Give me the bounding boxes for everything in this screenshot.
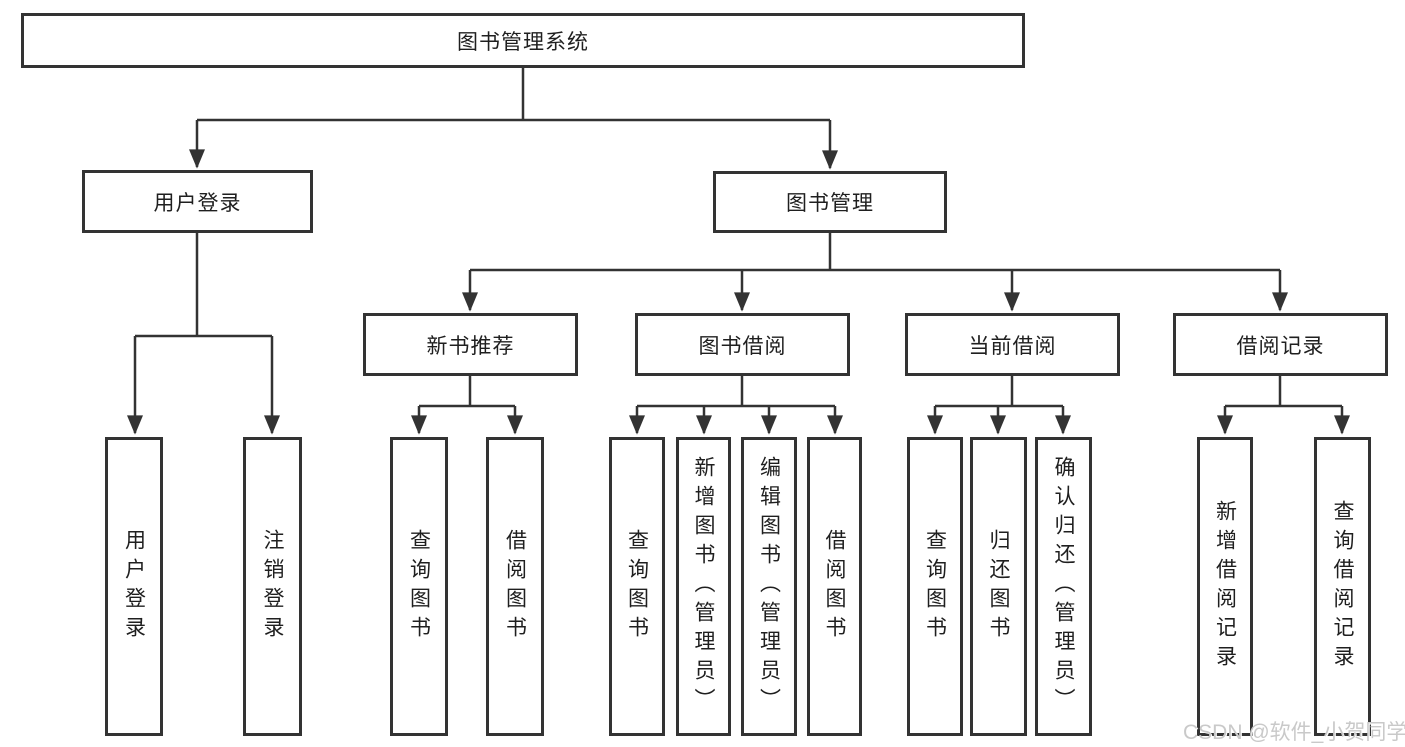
leaf-borrow-books: 借阅图书 (807, 437, 862, 736)
leaf-label: 归还图书 (987, 528, 1010, 645)
leaf-label: 借阅图书 (823, 528, 846, 645)
leaf-label: 编辑图书（管理员） (757, 456, 781, 717)
leaf-label: 查询图书 (923, 528, 947, 645)
leaf-label: 注销登录 (261, 528, 284, 645)
node-book-borrow: 图书借阅 (635, 313, 850, 376)
leaf-return-books: 归还图书 (970, 437, 1027, 736)
node-book-management: 图书管理 (713, 171, 947, 233)
leaf-add-books-admin: 新增图书（管理员） (676, 437, 731, 736)
leaf-label: 确认归还（管理员） (1052, 456, 1075, 717)
leaf-add-borrow-record: 新增借阅记录 (1197, 437, 1253, 736)
leaf-query-books-borrow: 查询图书 (609, 437, 665, 736)
leaf-label: 查询图书 (625, 528, 649, 645)
leaf-label: 新增图书（管理员） (692, 456, 715, 717)
node-borrow-record: 借阅记录 (1173, 313, 1388, 376)
node-user-login: 用户登录 (82, 170, 313, 233)
leaf-edit-books-admin: 编辑图书（管理员） (741, 437, 797, 736)
csdn-watermark: CSDN @软件_小贺同学 (1183, 721, 1405, 744)
leaf-borrow-books-recommend: 借阅图书 (486, 437, 544, 736)
leaf-user-login: 用户登录 (105, 437, 163, 736)
leaf-label: 查询借阅记录 (1331, 499, 1354, 674)
node-current-borrow: 当前借阅 (905, 313, 1120, 376)
leaf-query-books-current: 查询图书 (907, 437, 963, 736)
node-root-library-system: 图书管理系统 (21, 13, 1025, 68)
leaf-logout: 注销登录 (243, 437, 302, 736)
leaf-label: 查询图书 (407, 528, 431, 645)
leaf-label: 新增借阅记录 (1213, 499, 1237, 674)
node-new-book-recommend: 新书推荐 (363, 313, 578, 376)
leaf-label: 借阅图书 (503, 528, 527, 645)
leaf-confirm-return-admin: 确认归还（管理员） (1035, 437, 1092, 736)
leaf-query-borrow-record: 查询借阅记录 (1314, 437, 1371, 736)
leaf-query-books-recommend: 查询图书 (390, 437, 448, 736)
leaf-label: 用户登录 (122, 528, 146, 645)
